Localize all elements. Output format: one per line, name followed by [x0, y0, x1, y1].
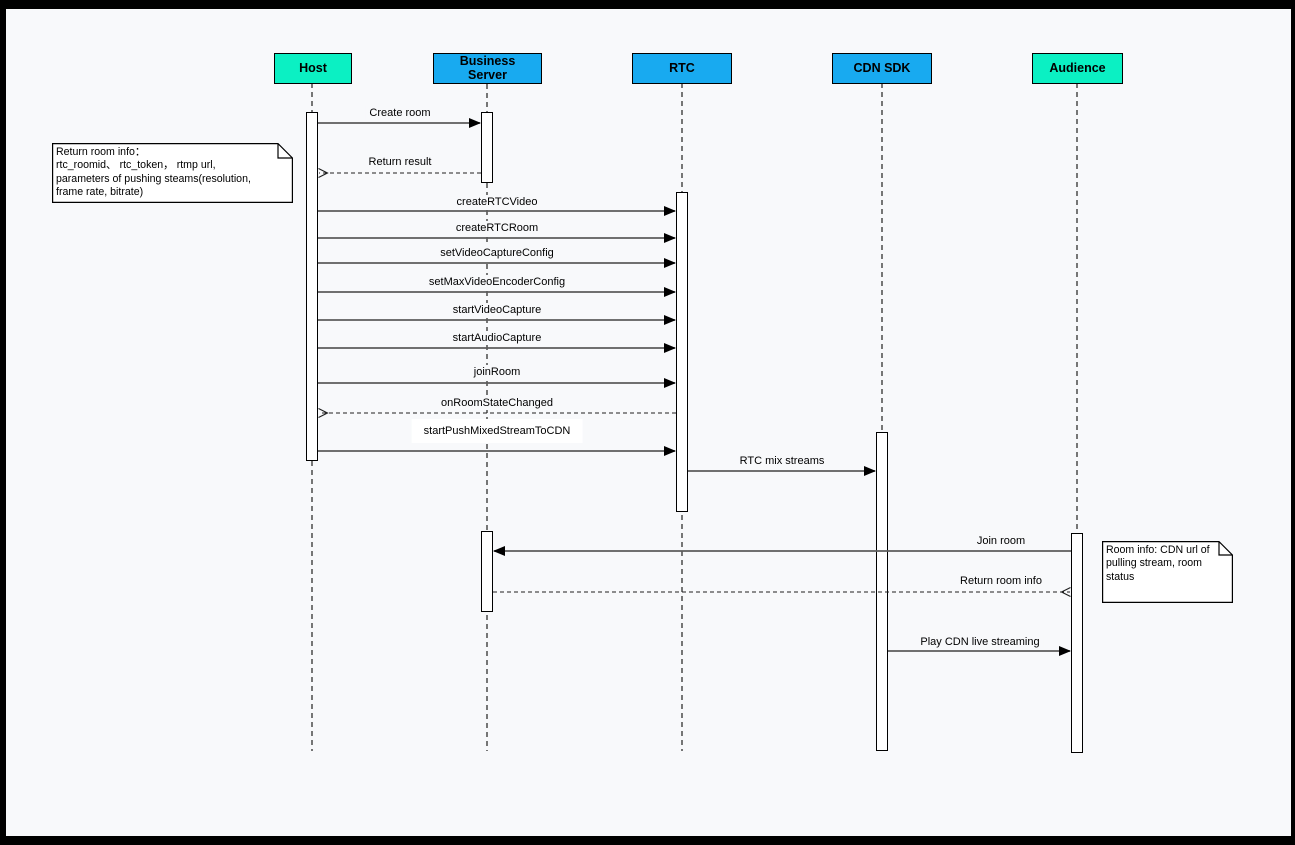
activation-rtc — [676, 192, 688, 512]
actor-audience: Audience — [1032, 53, 1123, 84]
actor-label: CDN SDK — [853, 60, 911, 75]
messages-layer — [318, 118, 1071, 656]
actor-label: Host — [299, 60, 327, 75]
activation-host — [306, 112, 318, 461]
message-label-create-room: Create room — [365, 106, 435, 120]
actor-cdn-sdk: CDN SDK — [832, 53, 932, 84]
message-label-play-cdn-live-streaming: Play CDN live streaming — [916, 635, 1044, 649]
note-room-info-cdn: Room info: CDN url of pulling stream, ro… — [1102, 541, 1233, 603]
activation-cdn-sdk — [876, 432, 888, 751]
message-label-create-rtc-room: createRTCRoom — [451, 221, 543, 235]
note-return-room-info: Return room info： rtc_roomid、 rtc_token，… — [52, 143, 293, 203]
activation-business-server-2 — [481, 531, 493, 612]
actor-rtc: RTC — [632, 53, 732, 84]
actor-host: Host — [274, 53, 352, 84]
message-label-join-room-audience: Join room — [972, 534, 1030, 548]
actor-label: Business Server — [459, 54, 516, 82]
actor-label: RTC — [669, 60, 695, 75]
message-label-create-rtc-video: createRTCVideo — [452, 195, 542, 209]
actor-business-server: Business Server — [433, 53, 542, 84]
message-label-return-result: Return result — [364, 155, 436, 169]
note-shape-icon — [1102, 541, 1233, 603]
message-label-on-room-state-changed: onRoomStateChanged — [437, 396, 557, 410]
message-label-start-audio-capture: startAudioCapture — [448, 331, 546, 345]
message-label-rtc-mix-streams: RTC mix streams — [735, 454, 829, 468]
note-shape-icon — [52, 143, 293, 203]
lifelines-layer — [311, 83, 1078, 753]
note-text: Room info: CDN url of pulling stream, ro… — [1106, 544, 1210, 583]
message-label-start-push-mixed-stream: startPushMixedStreamToCDN — [411, 419, 583, 443]
message-label-start-video-capture: startVideoCapture — [448, 303, 546, 317]
message-label-set-max-video-encoder: setMaxVideoEncoderConfig — [424, 275, 570, 289]
activation-business-server-1 — [481, 112, 493, 183]
activation-audience — [1071, 533, 1083, 753]
message-label-return-room-info: Return room info — [956, 574, 1046, 588]
message-label-set-video-capture-config: setVideoCaptureConfig — [436, 246, 558, 260]
note-text: Return room info： rtc_roomid、 rtc_token，… — [56, 146, 251, 199]
actor-label: Audience — [1049, 60, 1106, 75]
sequence-diagram-canvas: Create room Return result createRTCVideo… — [6, 9, 1291, 836]
message-label-join-room-host: joinRoom — [469, 365, 525, 379]
